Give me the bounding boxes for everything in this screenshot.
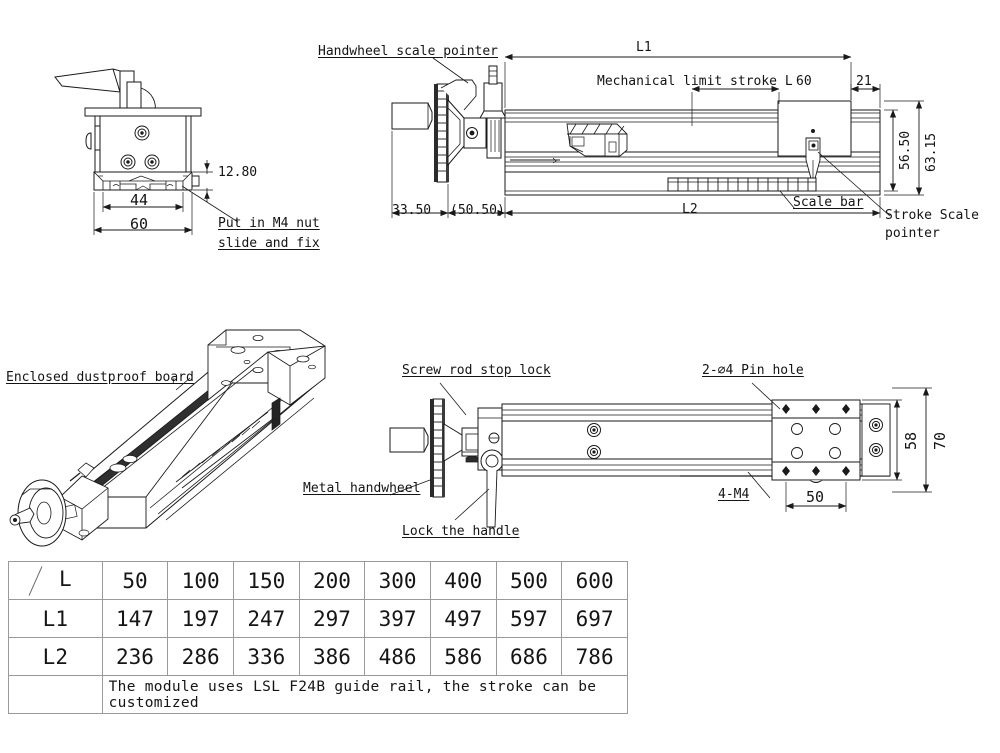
label-lock-the-handle: Lock the handle xyxy=(402,524,520,539)
dim-70: 70 xyxy=(931,431,949,450)
dim-50: 50 xyxy=(806,488,825,506)
table-cell-stroke-0: 50 xyxy=(101,561,169,600)
table-cell-l2-3: 386 xyxy=(298,637,366,676)
table-cell-l1-3: 297 xyxy=(298,599,366,638)
diagonal-slash-icon xyxy=(28,566,43,596)
table-note-blank-cell xyxy=(8,675,103,714)
dim-12-80: 12.80 xyxy=(218,165,258,180)
dim-63-15: 63.15 xyxy=(924,132,939,172)
table-cell-stroke-7: 600 xyxy=(561,561,628,600)
table-cell-l1-0: 147 xyxy=(101,599,169,638)
table-cell-stroke-4: 300 xyxy=(364,561,431,600)
dim-l2: L2 xyxy=(682,202,698,217)
label-stroke-scale-pointer-line1: Stroke Scale xyxy=(885,208,979,223)
table-cell-l2-7: 786 xyxy=(561,637,628,676)
dim-l1: L1 xyxy=(636,40,652,55)
label-pin-hole: 2-⌀4 Pin hole xyxy=(702,363,804,378)
dim-33-50: 33.50 xyxy=(392,203,432,218)
dim-58: 58 xyxy=(902,431,920,450)
table-cell-l2-1: 286 xyxy=(167,637,234,676)
table-cell-stroke-5: 400 xyxy=(429,561,497,600)
table-cell-l1-2: 247 xyxy=(232,599,300,638)
table-row-note: The module uses LSL F24B guide rail, the… xyxy=(8,675,629,714)
label-handwheel-scale-pointer: Handwheel scale pointer xyxy=(318,44,499,59)
table-header-corner-label: L xyxy=(59,567,72,591)
table-cell-l1-4: 397 xyxy=(364,599,431,638)
label-mechanical-limit-stroke: Mechanical limit stroke L xyxy=(597,74,793,89)
table-cell-l2-4: 486 xyxy=(364,637,431,676)
dim-56-50: 56.50 xyxy=(898,130,913,170)
table-cell-l2-0: 236 xyxy=(101,637,169,676)
label-screw-rod-stop-lock: Screw rod stop lock xyxy=(402,363,551,378)
label-scale-bar: Scale bar xyxy=(793,195,864,210)
table-cell-l1-1: 197 xyxy=(167,599,234,638)
dim-60: 60 xyxy=(130,215,149,233)
side-view-geometry xyxy=(391,53,924,218)
dim-44: 44 xyxy=(130,191,149,209)
table-cell-stroke-3: 200 xyxy=(298,561,366,600)
table-cell-l2-6: 686 xyxy=(495,637,563,676)
table-cell-l1-6: 597 xyxy=(495,599,563,638)
label-stroke-scale-pointer-line2: pointer xyxy=(885,226,940,241)
label-metal-handwheel: Metal handwheel xyxy=(303,481,421,496)
label-enclosed-dustproof-board: Enclosed dustproof board xyxy=(6,370,194,385)
table-row-header: L 50 100 150 200 300 400 500 600 xyxy=(8,561,628,600)
table-rowlabel-l2: L2 xyxy=(8,637,103,676)
iso-view-geometry xyxy=(9,329,326,547)
table-note-text: The module uses LSL F24B guide rail, the… xyxy=(101,675,629,714)
table-header-corner: L xyxy=(8,561,103,600)
table-cell-l1-7: 697 xyxy=(561,599,628,638)
table-rowlabel-l1: L1 xyxy=(8,599,103,638)
table-cell-stroke-1: 100 xyxy=(167,561,234,600)
table-cell-l2-2: 336 xyxy=(232,637,300,676)
top-view-geometry xyxy=(389,382,932,528)
table-cell-l2-5: 586 xyxy=(429,637,497,676)
table-row-l1: L1 147 197 247 297 397 497 597 697 xyxy=(8,599,628,638)
end-view-geometry xyxy=(54,68,239,235)
dim-21: 21 xyxy=(856,74,872,89)
label-m4-note-line1: Put in M4 nut xyxy=(218,216,320,231)
spec-table: L 50 100 150 200 300 400 500 600 L1 147 … xyxy=(8,561,629,714)
dim-limit-60: 60 xyxy=(796,74,812,89)
label-4-m4: 4-M4 xyxy=(718,487,750,502)
dim-50-50: (50.50) xyxy=(450,203,505,218)
table-row-l2: L2 236 286 336 386 486 586 686 786 xyxy=(8,637,628,676)
table-cell-stroke-6: 500 xyxy=(495,561,563,600)
label-m4-note-line2: slide and fix xyxy=(218,236,320,251)
table-cell-stroke-2: 150 xyxy=(232,561,300,600)
table-cell-l1-5: 497 xyxy=(429,599,497,638)
